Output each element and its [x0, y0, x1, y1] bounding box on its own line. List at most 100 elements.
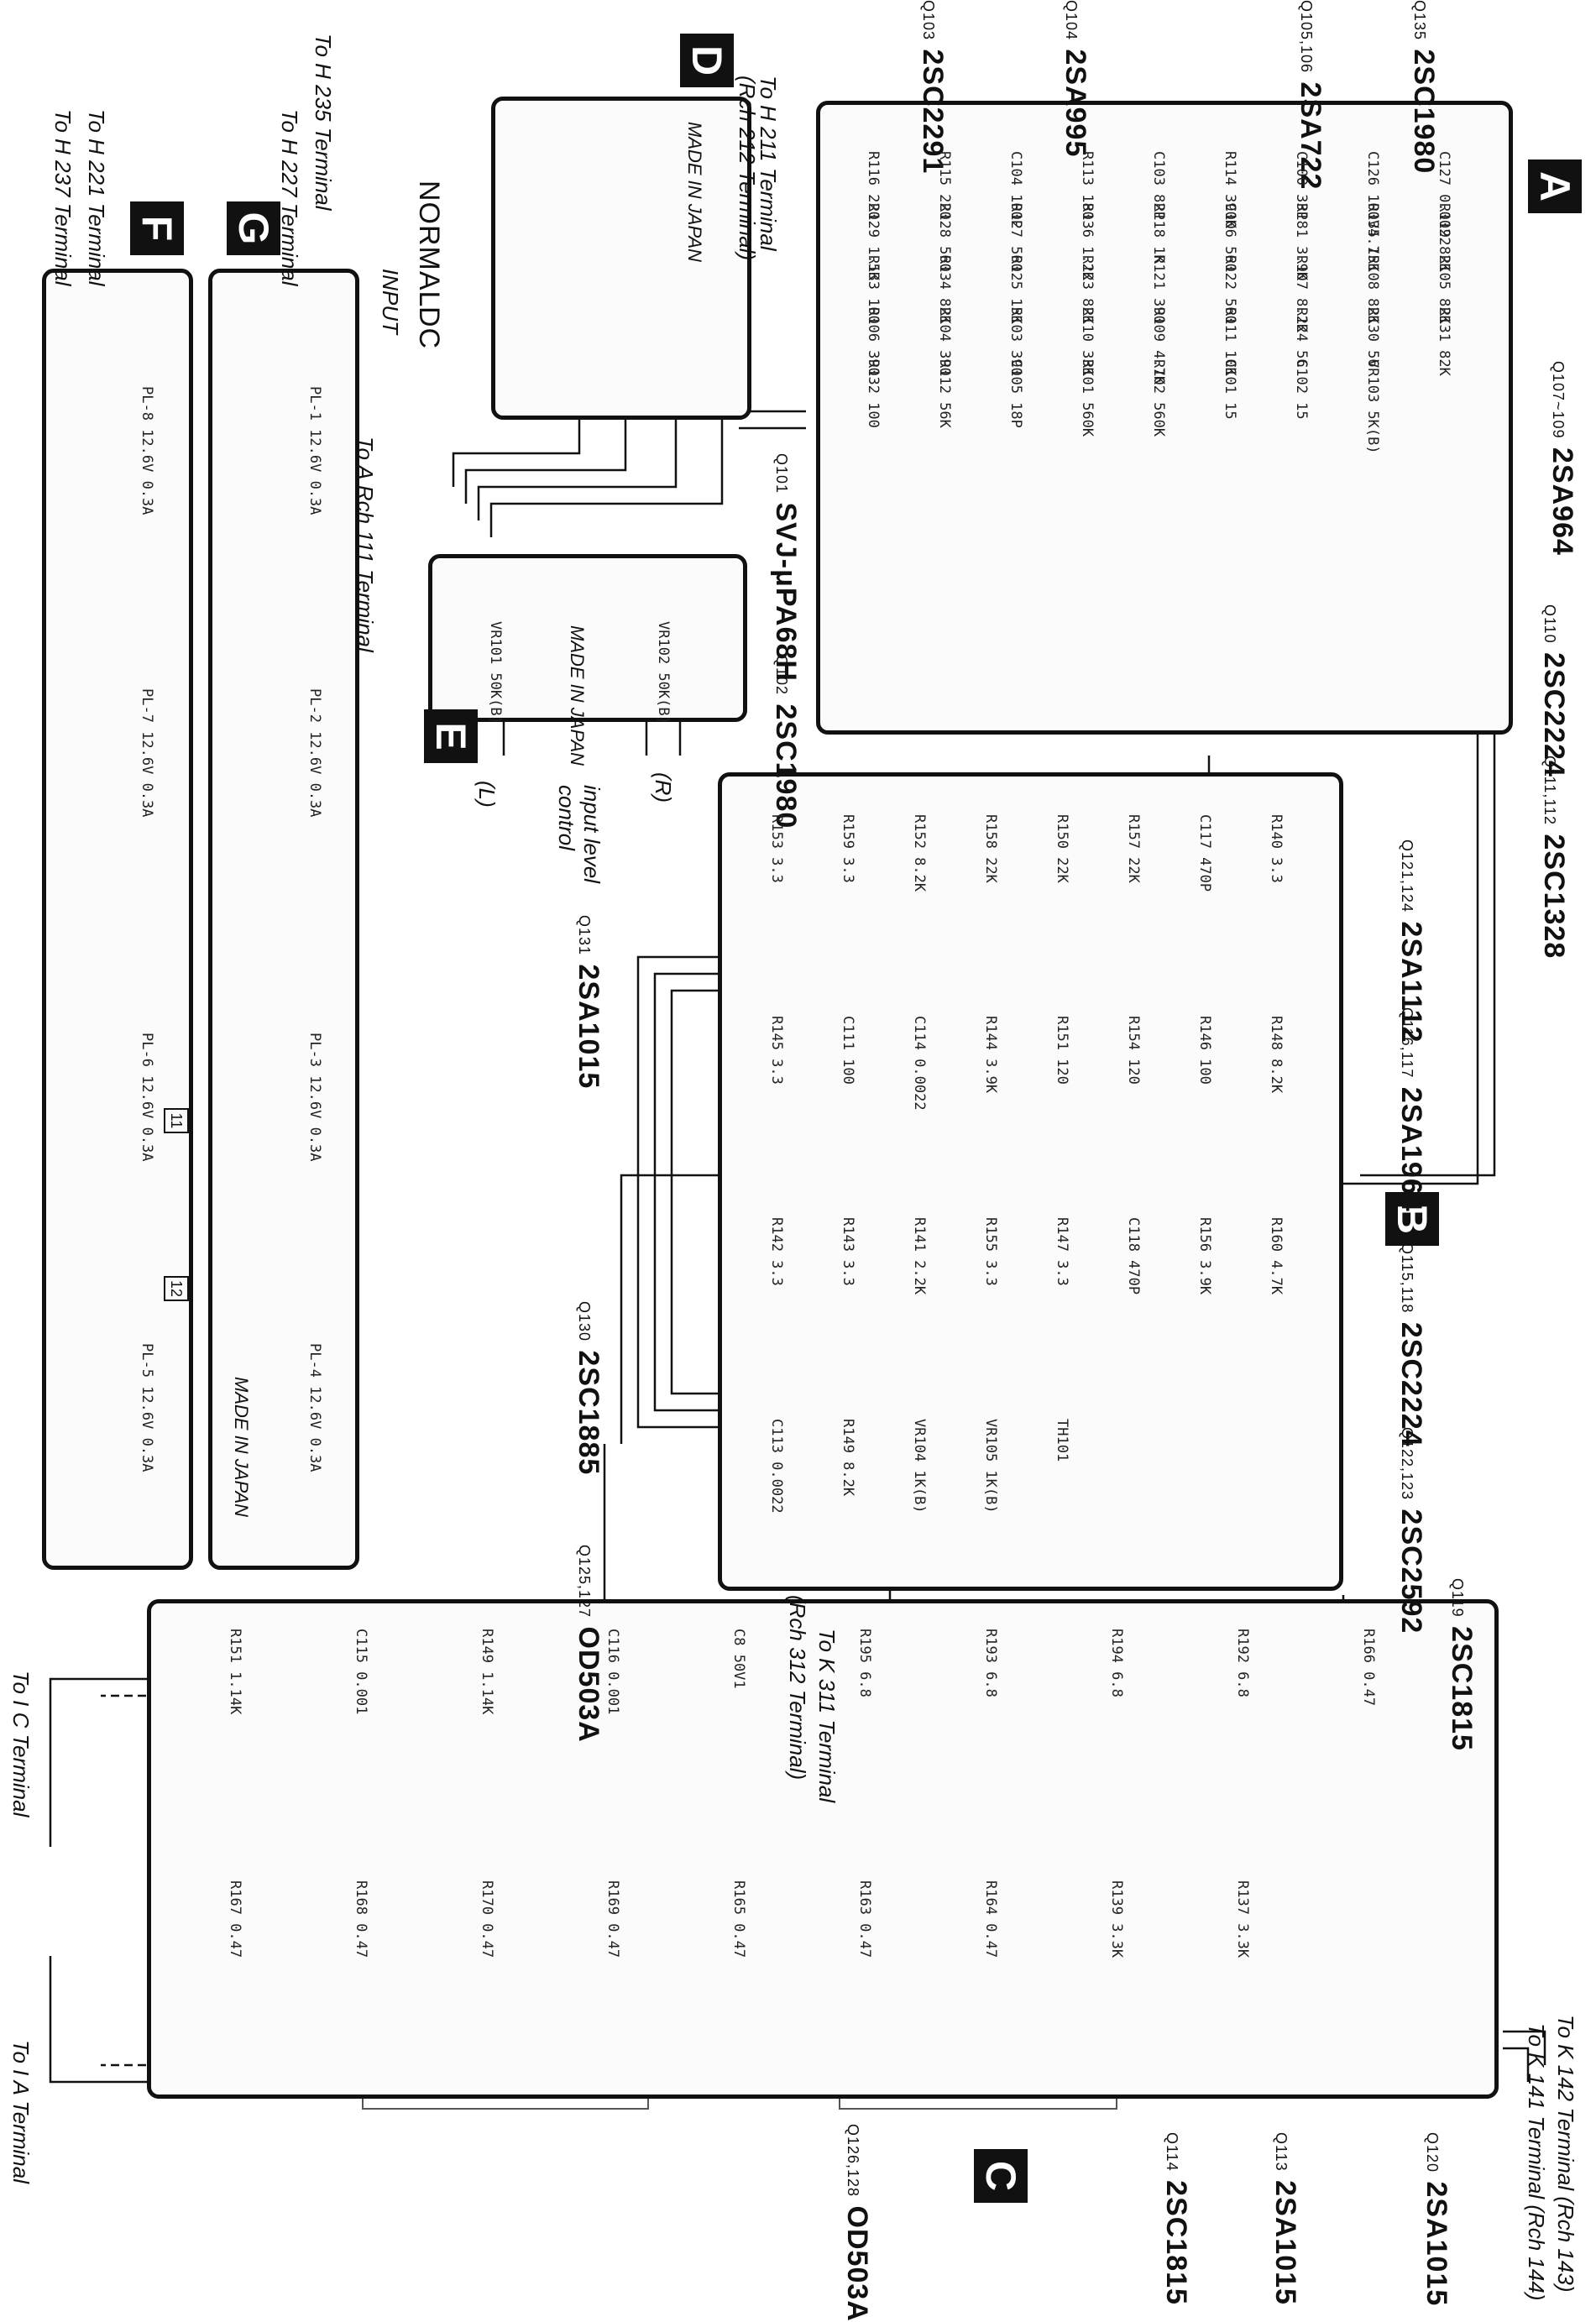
vr102-label: VR102 50K(B)	[655, 621, 672, 724]
component-value: VR105 1K(B)	[982, 1419, 999, 1514]
conn-h227: To H 227 Terminal	[277, 109, 302, 286]
q104-label: Q104 2SA995	[1060, 0, 1091, 158]
conn-h237: To H 237 Terminal	[50, 109, 76, 286]
component-value: R159 3.3	[840, 814, 856, 883]
input-level-label: input level	[579, 785, 604, 884]
component-value: VR103 5K(B)	[1364, 359, 1381, 454]
lamp-label: PL-2 12.6V 0.3A	[306, 688, 323, 818]
board-g	[208, 269, 359, 1570]
conn-ia: To I A Terminal	[8, 2040, 34, 2184]
component-value: R131 82K	[1436, 307, 1452, 376]
component-value: R168 0.47	[353, 1880, 369, 1959]
component-value: R166 0.47	[1360, 1629, 1377, 1707]
board-g-made-in: MADE IN JAPAN	[231, 1377, 252, 1518]
board-e-made-in: MADE IN JAPAN	[567, 625, 588, 766]
q122-label: Q122,123 2SC2592	[1395, 1427, 1427, 1634]
component-value: R112 56K	[936, 359, 953, 428]
component-value: R151 1.14K	[227, 1629, 243, 1715]
q125-label: Q125,127 OD503A	[573, 1545, 604, 1743]
board-e	[428, 554, 747, 722]
page-number-12: 12	[164, 1276, 189, 1301]
component-value: R102 560K	[1150, 359, 1167, 437]
component-value: R145 3.3	[768, 1016, 785, 1085]
component-value: R118 1K	[1150, 203, 1167, 264]
board-f-letter: F	[130, 201, 184, 255]
q115-label: Q115,118 2SC2224	[1395, 1242, 1427, 1447]
q107-label: Q107~109 2SA964	[1546, 361, 1578, 556]
board-f	[42, 269, 193, 1570]
board-a	[816, 101, 1513, 735]
component-value: C114 0.0022	[911, 1016, 928, 1111]
component-value: R150 22K	[1054, 814, 1070, 883]
lamp-label: PL-5 12.6V 0.3A	[139, 1343, 155, 1472]
lamp-label: PL-4 12.6V 0.3A	[306, 1343, 323, 1472]
component-value: R140 3.3	[1268, 814, 1285, 883]
component-value: R130 56	[1364, 307, 1381, 368]
component-value: C8 50V1	[730, 1629, 747, 1689]
q101-label: Q101 SVJ-μPA68H	[770, 453, 802, 682]
component-value: R141 2.2K	[911, 1217, 928, 1295]
conn-k141: To K 141 Terminal (Rch 144)	[1524, 2023, 1549, 2301]
component-value: R165 0.47	[730, 1880, 747, 1959]
component-value: C117 470P	[1196, 814, 1213, 892]
schematic-sheet: A B C D E F G MADE IN JAPAN MADE IN JAPA…	[8, 0, 1582, 2322]
component-value: R163 0.47	[856, 1880, 873, 1959]
board-c	[147, 1599, 1499, 2099]
lamp-label: PL-8 12.6V 0.3A	[139, 386, 155, 515]
component-value: R149 1.14K	[479, 1629, 495, 1715]
conn-k311: To K 311 Terminal	[814, 1629, 840, 1803]
component-value: R154 120	[1125, 1016, 1142, 1085]
component-value: R160 4.7K	[1268, 1217, 1285, 1295]
component-value: R193 6.8	[982, 1629, 999, 1697]
component-value: R149 8.2K	[840, 1419, 856, 1497]
q102-label: Q102 2SC1980	[770, 655, 802, 829]
component-value: R155 3.3	[982, 1217, 999, 1286]
component-value: R124 56	[1293, 307, 1310, 368]
board-c-letter: C	[974, 2149, 1028, 2203]
input-normal: NORMAL	[413, 180, 445, 308]
component-value: VR104 1K(B)	[911, 1419, 928, 1514]
conn-h235: To H 235 Terminal	[311, 34, 336, 211]
input-right-label: (R)	[651, 772, 676, 803]
lamp-label: PL-3 12.6V 0.3A	[306, 1033, 323, 1162]
component-value: R158 22K	[982, 814, 999, 883]
input-left-label: (L)	[474, 781, 500, 808]
component-value: R169 0.47	[604, 1880, 621, 1959]
lamp-label: PL-6 12.6V 0.3A	[139, 1033, 155, 1162]
conn-ic: To I C Terminal	[8, 1671, 34, 1817]
input-dc: DC	[413, 306, 445, 350]
component-value: C105 18P	[1007, 359, 1024, 428]
conn-k142: To K 142 Terminal (Rch 143)	[1553, 2015, 1578, 2293]
conn-a111: To A Rch 111 Terminal	[353, 437, 378, 652]
q111-label: Q111,112 2SC1328	[1538, 756, 1570, 960]
q131-label: Q131 2SA1015	[573, 915, 604, 1090]
component-value: R101 560K	[1079, 359, 1096, 437]
component-value: R143 3.3	[840, 1217, 856, 1286]
component-value: C115 0.001	[353, 1629, 369, 1715]
conn-k312: (Rch 312 Terminal)	[785, 1595, 810, 1781]
page-number-11: 11	[164, 1108, 189, 1133]
component-value: R157 22K	[1125, 814, 1142, 883]
q110-label: Q110 2SC2224	[1538, 604, 1570, 777]
lamp-label: PL-1 12.6V 0.3A	[306, 386, 323, 515]
component-value: C102 15	[1293, 359, 1310, 420]
board-g-letter: G	[227, 201, 280, 255]
component-value: C113 0.0022	[768, 1419, 785, 1514]
vr101-label: VR101 50K(B)	[487, 621, 504, 724]
component-value: R132 100	[865, 359, 882, 428]
q113-label: Q113 2SA1015	[1269, 2132, 1301, 2305]
component-value: C101 15	[1222, 359, 1238, 420]
q120-label: Q120 2SA1015	[1421, 2132, 1452, 2307]
component-value: R170 0.47	[479, 1880, 495, 1959]
q114-label: Q114 2SC1815	[1160, 2132, 1192, 2305]
q116-label: Q116,117 2SA1964	[1395, 1007, 1427, 1212]
component-value: R153 3.3	[768, 814, 785, 883]
board-e-letter: E	[424, 709, 478, 763]
board-d	[491, 97, 751, 420]
conn-h212: (Rch 212 Terminal)	[735, 76, 760, 261]
component-value: R194 6.8	[1108, 1629, 1125, 1697]
board-b	[718, 772, 1343, 1591]
component-value: R139 3.3K	[1108, 1880, 1125, 1959]
board-a-letter: A	[1528, 160, 1582, 213]
component-value: R156 3.9K	[1196, 1217, 1213, 1295]
